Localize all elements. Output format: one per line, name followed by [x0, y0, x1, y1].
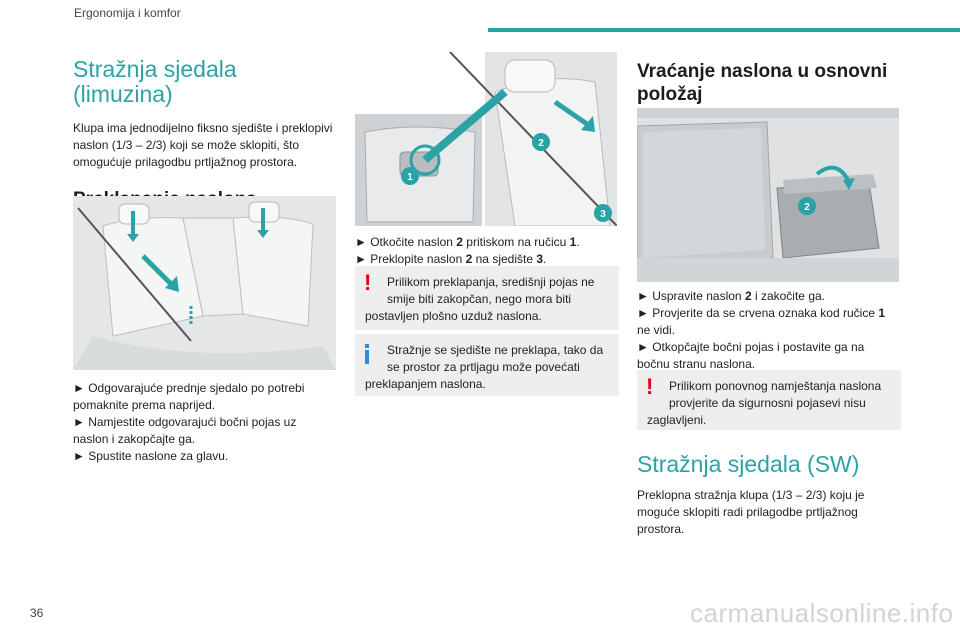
svg-text:3: 3 — [600, 209, 606, 220]
return-warning-note: ! Prilikom ponovnog namještanja naslona … — [637, 370, 901, 430]
warning-icon: ! — [364, 270, 372, 295]
release-lever-illustration: 1 2 3 — [355, 52, 617, 226]
info-icon — [365, 344, 369, 364]
info-note: Stražnje se sjedište ne preklapa, tako d… — [355, 334, 619, 396]
intro-paragraph: Klupa ima jednodijelno fiksno sjedište i… — [73, 121, 333, 169]
warning-note: ! Prilikom preklapanja, središnji pojas … — [355, 266, 619, 330]
section-header: Ergonomija i komfor — [74, 6, 181, 20]
watermark: carmanualsonline.info — [690, 598, 954, 628]
svg-text:1: 1 — [407, 172, 413, 183]
return-title: Vraćanje naslona u osnovni položaj — [637, 61, 888, 105]
column-3-title: Vraćanje naslona u osnovni položaj — [637, 60, 907, 106]
callout-2: 2 — [532, 133, 550, 151]
column-1: Stražnja sjedala (limuzina) Klupa ima je… — [73, 57, 338, 211]
svg-text:2: 2 — [804, 202, 810, 213]
return-steps: ► Uspravite naslon 2 i zakočite ga. ► Pr… — [637, 289, 886, 371]
callout-3: 3 — [594, 204, 612, 222]
sw-section: Stražnja sjedala (SW) Preklopna stražnja… — [637, 452, 907, 538]
page-number: 36 — [30, 606, 44, 620]
sw-title: Stražnja sjedala (SW) — [637, 451, 860, 477]
svg-text:2: 2 — [538, 138, 544, 149]
backrest-upright-illustration: 2 — [637, 108, 899, 282]
callout-2-return: 2 — [798, 197, 816, 215]
steps-list: ► Odgovarajuće prednje sjedalo po potreb… — [73, 381, 305, 463]
callout-1: 1 — [401, 167, 419, 185]
rear-seat-illustration — [73, 196, 336, 370]
header-accent-bar — [488, 28, 960, 32]
section-title: Stražnja sjedala (limuzina) — [73, 56, 237, 107]
fold-steps: ► Otkočite naslon 2 pritiskom na ručicu … — [355, 235, 580, 266]
warning-icon: ! — [646, 374, 654, 399]
